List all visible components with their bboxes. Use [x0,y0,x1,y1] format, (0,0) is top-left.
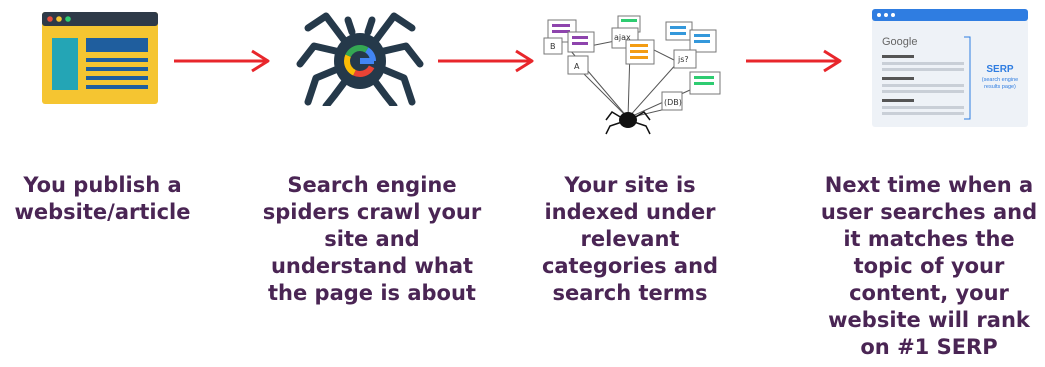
arrow-right-icon [174,49,270,73]
caption-line: categories and [541,254,719,278]
caption-line: search terms [552,281,708,305]
caption-line: relevant [580,227,680,251]
serp-page-icon: Google SERP (search engine results page) [872,9,1028,127]
caption-line: understand what [270,254,474,278]
node-label: A [574,62,580,71]
caption-line: topic of your [853,254,1005,278]
caption-line: Your site is [564,173,696,197]
serp-brand: Google [882,36,918,48]
caption-line: indexed under [544,200,716,224]
caption-line: site and [324,227,420,251]
serp-label: SERP [986,64,1014,75]
node-label: js? [677,55,689,64]
caption-line: spiders crawl your [262,200,482,224]
serp-sublabel-line: results page) [984,84,1016,90]
caption-line: the page is about [268,281,476,305]
browser-window-icon [42,12,158,104]
serp-sublabel-line: (search engine [981,77,1019,83]
node-label: B [550,42,556,51]
serp-sublabel: (search engine results page) [972,77,1028,91]
caption-line: website/article [14,200,191,224]
step-caption-index: Your site is indexed under relevant cate… [525,172,735,307]
caption-line: content, your [849,281,1009,305]
caption-line: Next time when a [824,173,1034,197]
node-label: (DB) [664,98,682,107]
arrow-right-icon [438,49,534,73]
step-caption-crawl: Search engine spiders crawl your site an… [256,172,488,307]
caption-line: You publish a [23,173,182,197]
caption-line: it matches the [843,227,1015,251]
step-caption-rank: Next time when a user searches and it ma… [818,172,1040,361]
caption-line: Search engine [287,173,457,197]
arrow-right-icon [746,49,842,73]
caption-line: on #1 SERP [860,335,998,359]
caption-line: user searches and [820,200,1038,224]
step-caption-publish: You publish a website/article [0,172,205,226]
crawl-index-network-icon: B A ajax js? (DB) [543,15,721,135]
node-label: ajax [614,33,631,42]
caption-line: website will rank [828,308,1030,332]
google-spider-icon [296,12,424,106]
